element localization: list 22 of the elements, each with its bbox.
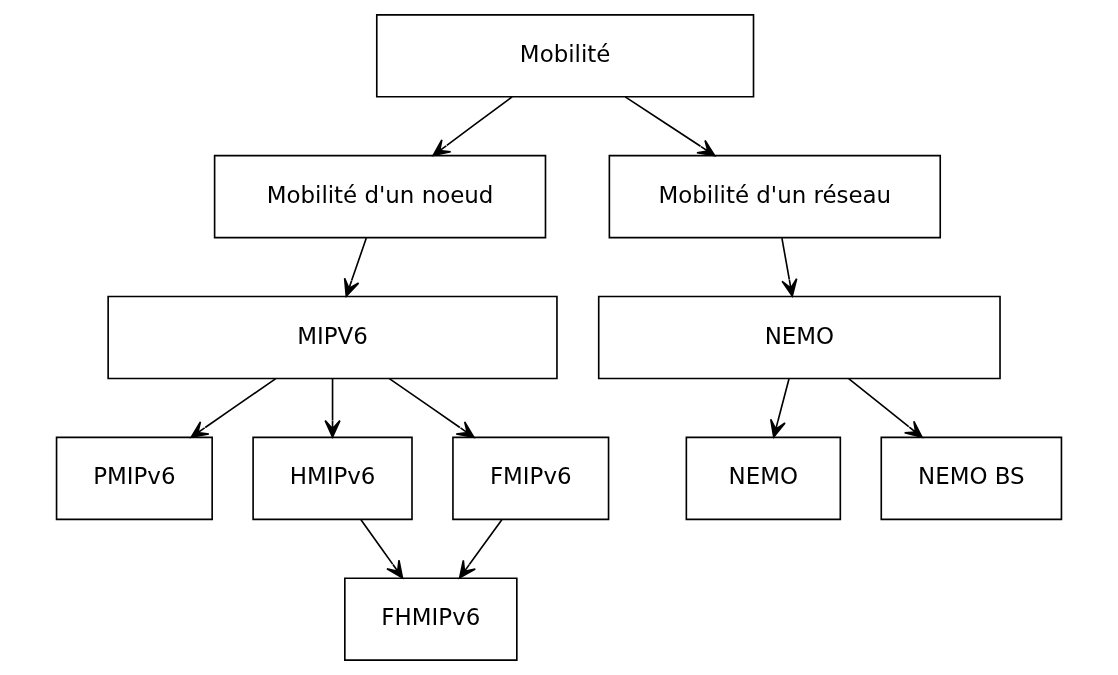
arrow bbox=[324, 378, 341, 438]
node-box: Mobilité d'un réseau bbox=[608, 154, 942, 239]
node-box: HMIPv6 bbox=[252, 436, 413, 521]
arrow bbox=[388, 377, 475, 439]
arrow bbox=[847, 377, 923, 439]
node-box: NEMO bbox=[597, 295, 1001, 380]
arrow bbox=[360, 519, 404, 579]
node-box: Mobilité bbox=[375, 14, 755, 98]
arrow bbox=[343, 237, 368, 297]
node-box: PMIPv6 bbox=[55, 436, 213, 521]
node-box: FMIPv6 bbox=[452, 436, 610, 521]
arrow bbox=[458, 519, 503, 579]
arrow bbox=[781, 237, 798, 297]
node-box: FHMIPv6 bbox=[344, 577, 518, 661]
node-box: Mobilité d'un noeud bbox=[213, 154, 547, 239]
arrow bbox=[624, 96, 716, 157]
arrow bbox=[432, 96, 513, 157]
node-box: NEMO bbox=[685, 436, 842, 521]
arrow bbox=[769, 378, 790, 438]
node-box: NEMO BS bbox=[880, 436, 1063, 521]
arrow bbox=[190, 377, 277, 439]
node-box: MIPV6 bbox=[107, 295, 558, 380]
